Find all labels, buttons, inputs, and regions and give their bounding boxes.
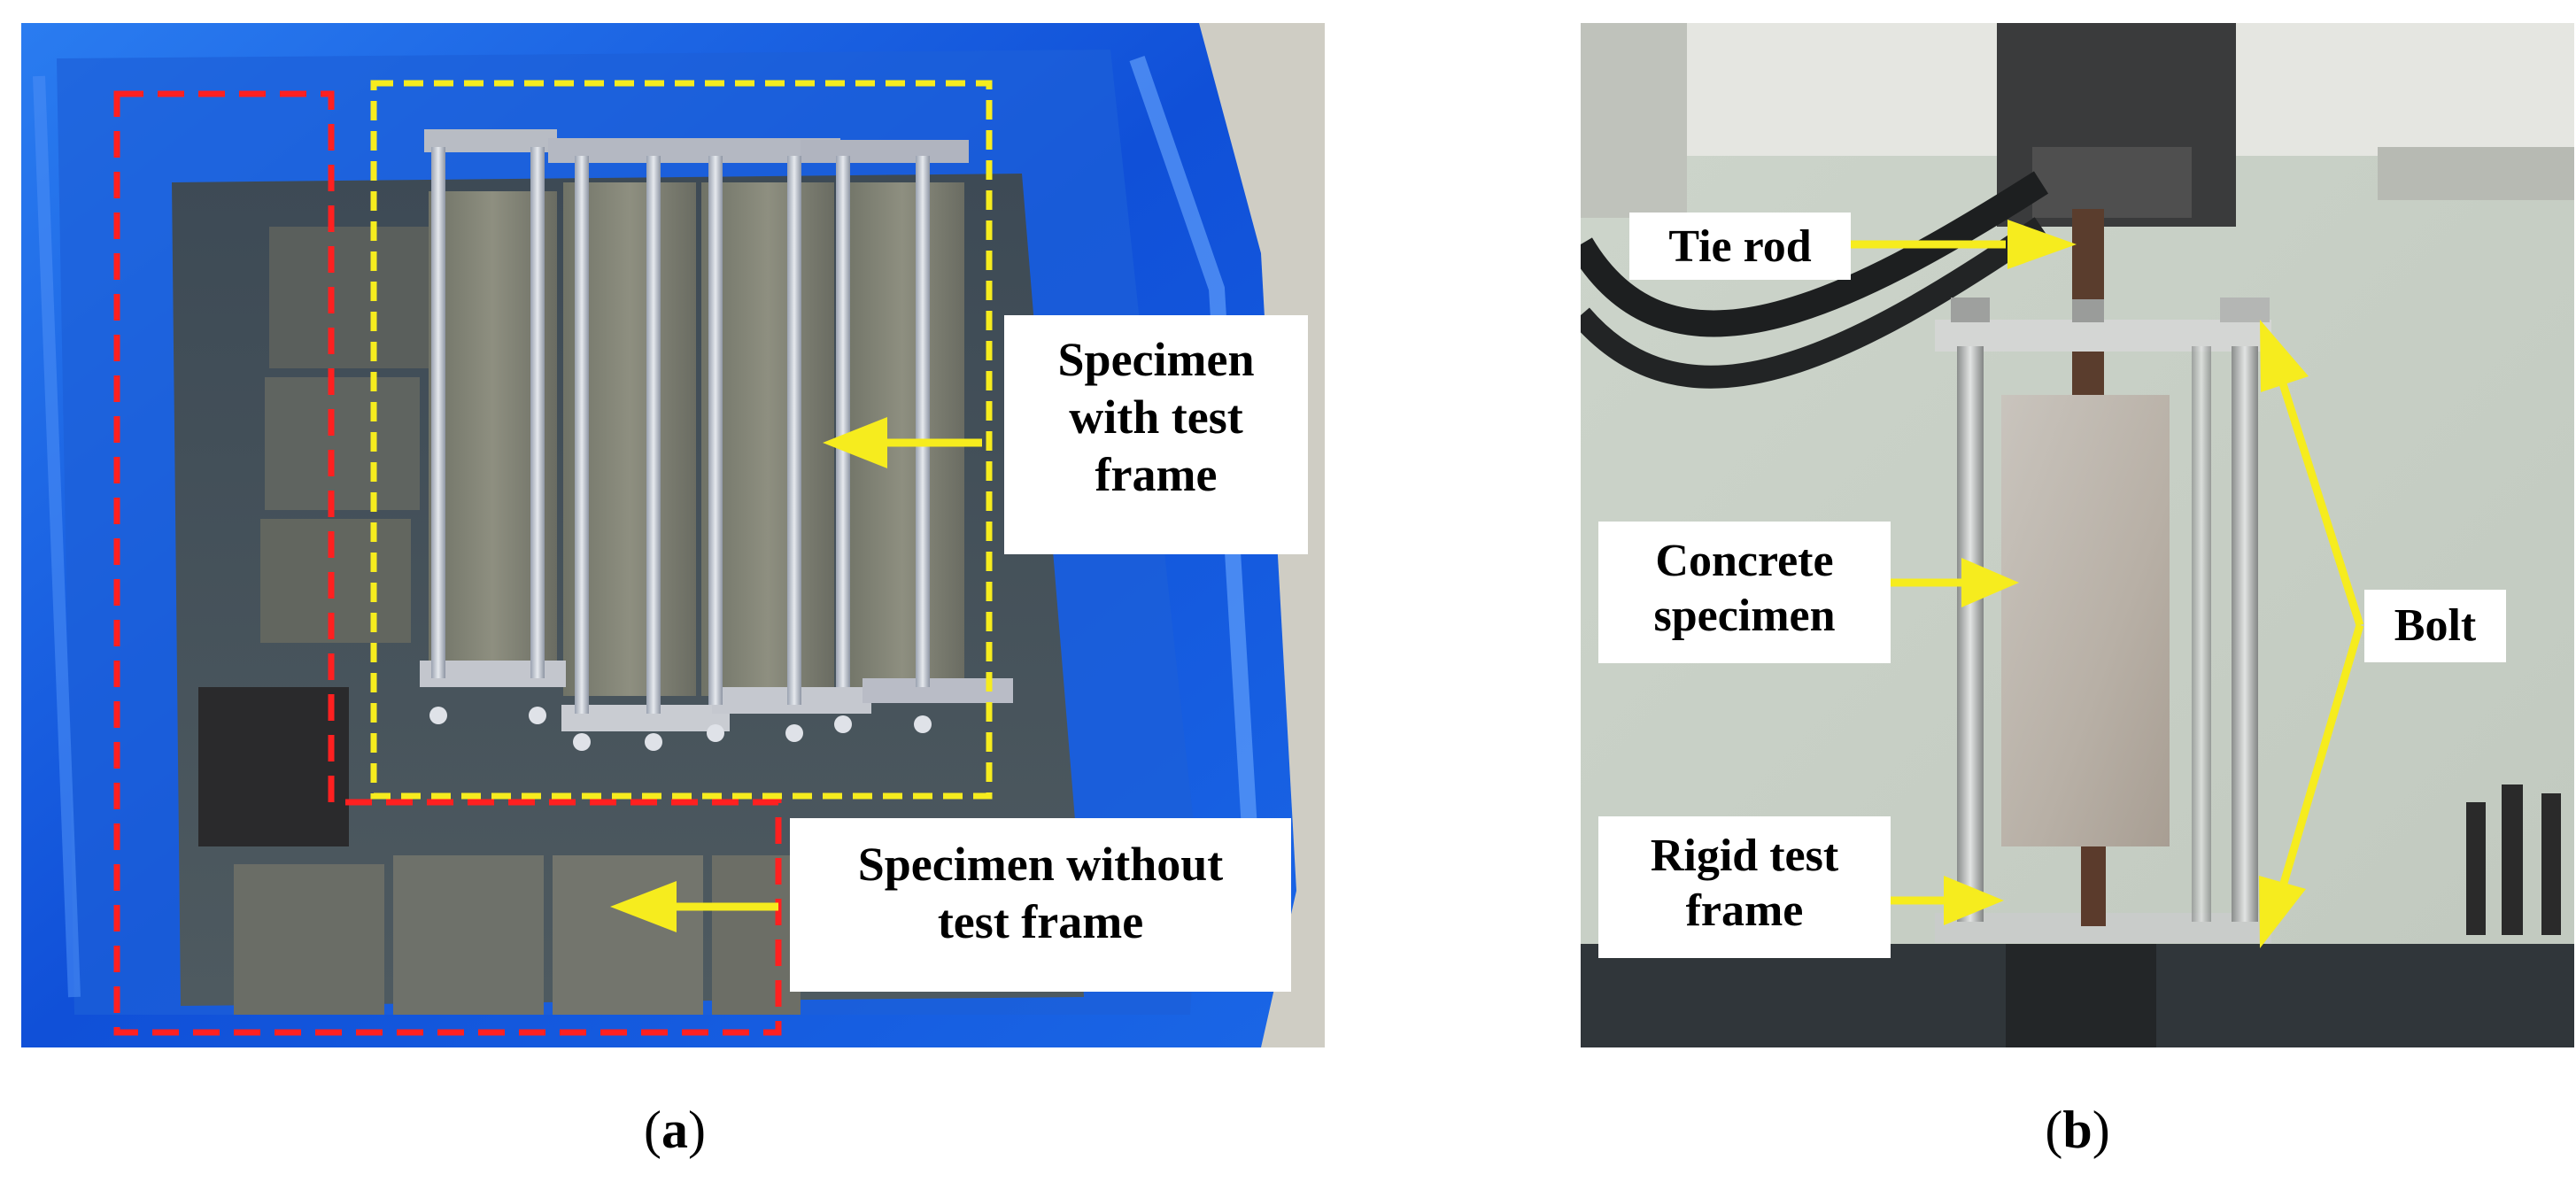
specimens-without-frame [198,227,801,1015]
arrow-rigid-frame [1886,876,2004,925]
label-concrete-specimen: Concrete specimen [1598,522,1891,663]
specimen-container-photo [21,23,1325,1047]
label-tie-rod: Tie rod [1629,213,1851,280]
yellow-dashed-outline [370,80,993,800]
caption-a: (a) [644,1101,706,1159]
red-dashed-outline [113,90,782,1036]
label-rigid-test-frame: Rigid test frame [1598,816,1891,958]
arrow-tie-rod [1851,220,2077,269]
label-specimen-without-frame: Specimen without test frame [790,818,1291,992]
label-bolt: Bolt [2364,590,2506,662]
panel-b-photo: Tie rod Concrete specimen Bolt Rigid tes… [1581,23,2574,1047]
caption-b: (b) [2045,1101,2110,1159]
label-specimen-with-frame: Specimen with test frame [1004,315,1308,554]
panel-a-photo: Specimen with test frame Specimen withou… [21,23,1325,1047]
arrow-with-frame [823,417,982,468]
arrow-concrete [1886,558,2019,607]
concrete-specimen [2001,395,2170,846]
arrows-bolt [2259,320,2364,948]
specimens-with-frame [420,129,1013,751]
arrow-without-frame [610,881,778,932]
